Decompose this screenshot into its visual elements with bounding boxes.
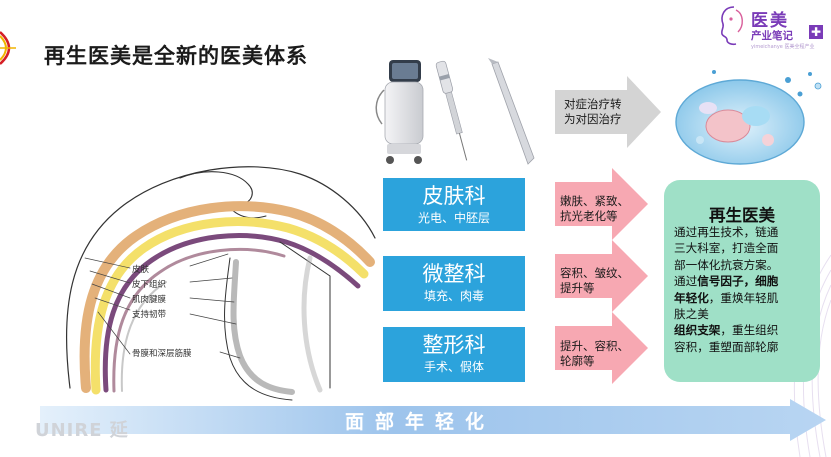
effect-1-line2: 抗光老化等 bbox=[560, 209, 618, 223]
dept-box-dermatology: 皮肤科 光电、中胚层 bbox=[383, 178, 525, 231]
effect-2-line2: 提升等 bbox=[560, 281, 595, 295]
effect-arrow-2 bbox=[555, 240, 648, 312]
effect-2-line1: 容积、皱纹、 bbox=[560, 266, 629, 280]
regen-title: 再生医美 bbox=[709, 206, 775, 225]
dept-sub: 填充、肉毒 bbox=[423, 289, 484, 303]
logo-face-icon bbox=[720, 6, 743, 46]
dept-sub: 手术、假体 bbox=[423, 360, 484, 374]
dept-name: 微整科 bbox=[422, 262, 486, 286]
top-transition-arrow bbox=[555, 76, 661, 148]
effect-arrow-3 bbox=[555, 312, 648, 384]
face-label-periosteum: 骨膜和深层筋膜 bbox=[132, 349, 192, 359]
top-arrow-line2: 为对因治疗 bbox=[564, 112, 622, 126]
effect-arrow-1 bbox=[555, 168, 648, 240]
face-label-subcutaneous: 皮下组织 bbox=[132, 280, 167, 290]
face-label-ligament: 支持韧带 bbox=[132, 310, 167, 320]
facial-rejuvenation-bar bbox=[40, 399, 826, 441]
dept-box-microplastic: 微整科 填充、肉毒 bbox=[383, 256, 525, 311]
dept-name: 整形科 bbox=[422, 333, 486, 357]
logo-plus-icon: ✚ bbox=[809, 25, 823, 39]
effect-1-line1: 嫩肤、紧致、 bbox=[560, 194, 629, 208]
scalpel-image bbox=[488, 58, 535, 165]
face-label-skin: 皮肤 bbox=[132, 265, 150, 275]
logo-sub-text: 产业笔记 bbox=[751, 30, 793, 42]
face-anatomy-illustration bbox=[65, 166, 376, 401]
beauty-device-image bbox=[375, 60, 424, 164]
regen-description: 通过再生技术，链通 三大科室，打造全面 部一体化抗衰方案。 通过信号因子，细胞 … bbox=[674, 225, 779, 354]
cell-illustration bbox=[675, 70, 822, 165]
effect-3-line2: 轮廓等 bbox=[560, 354, 595, 368]
dept-sub: 光电、中胚层 bbox=[417, 211, 490, 225]
logo-tagline: yimeichanye 医美全程产业 bbox=[751, 44, 815, 50]
mesotherapy-injector-image bbox=[435, 60, 468, 161]
page-title: 再生医美是全新的医美体系 bbox=[44, 44, 308, 68]
effect-3-line1: 提升、容积、 bbox=[560, 339, 629, 353]
bottom-bar-label: 面部年轻化 bbox=[345, 411, 496, 433]
top-arrow-line1: 对症治疗转 bbox=[564, 97, 622, 111]
logo-main-text: 医美 bbox=[751, 11, 789, 31]
dept-name: 皮肤科 bbox=[422, 184, 486, 208]
dept-box-plastic-surgery: 整形科 手术、假体 bbox=[383, 327, 525, 382]
brand-watermark: UNIRE 延 bbox=[35, 420, 129, 441]
regenerative-aesthetics-box: 再生医美 通过再生技术，链通 三大科室，打造全面 部一体化抗衰方案。 通过信号因… bbox=[664, 180, 820, 382]
face-label-smas: 肌肉腱膜 bbox=[132, 295, 167, 305]
